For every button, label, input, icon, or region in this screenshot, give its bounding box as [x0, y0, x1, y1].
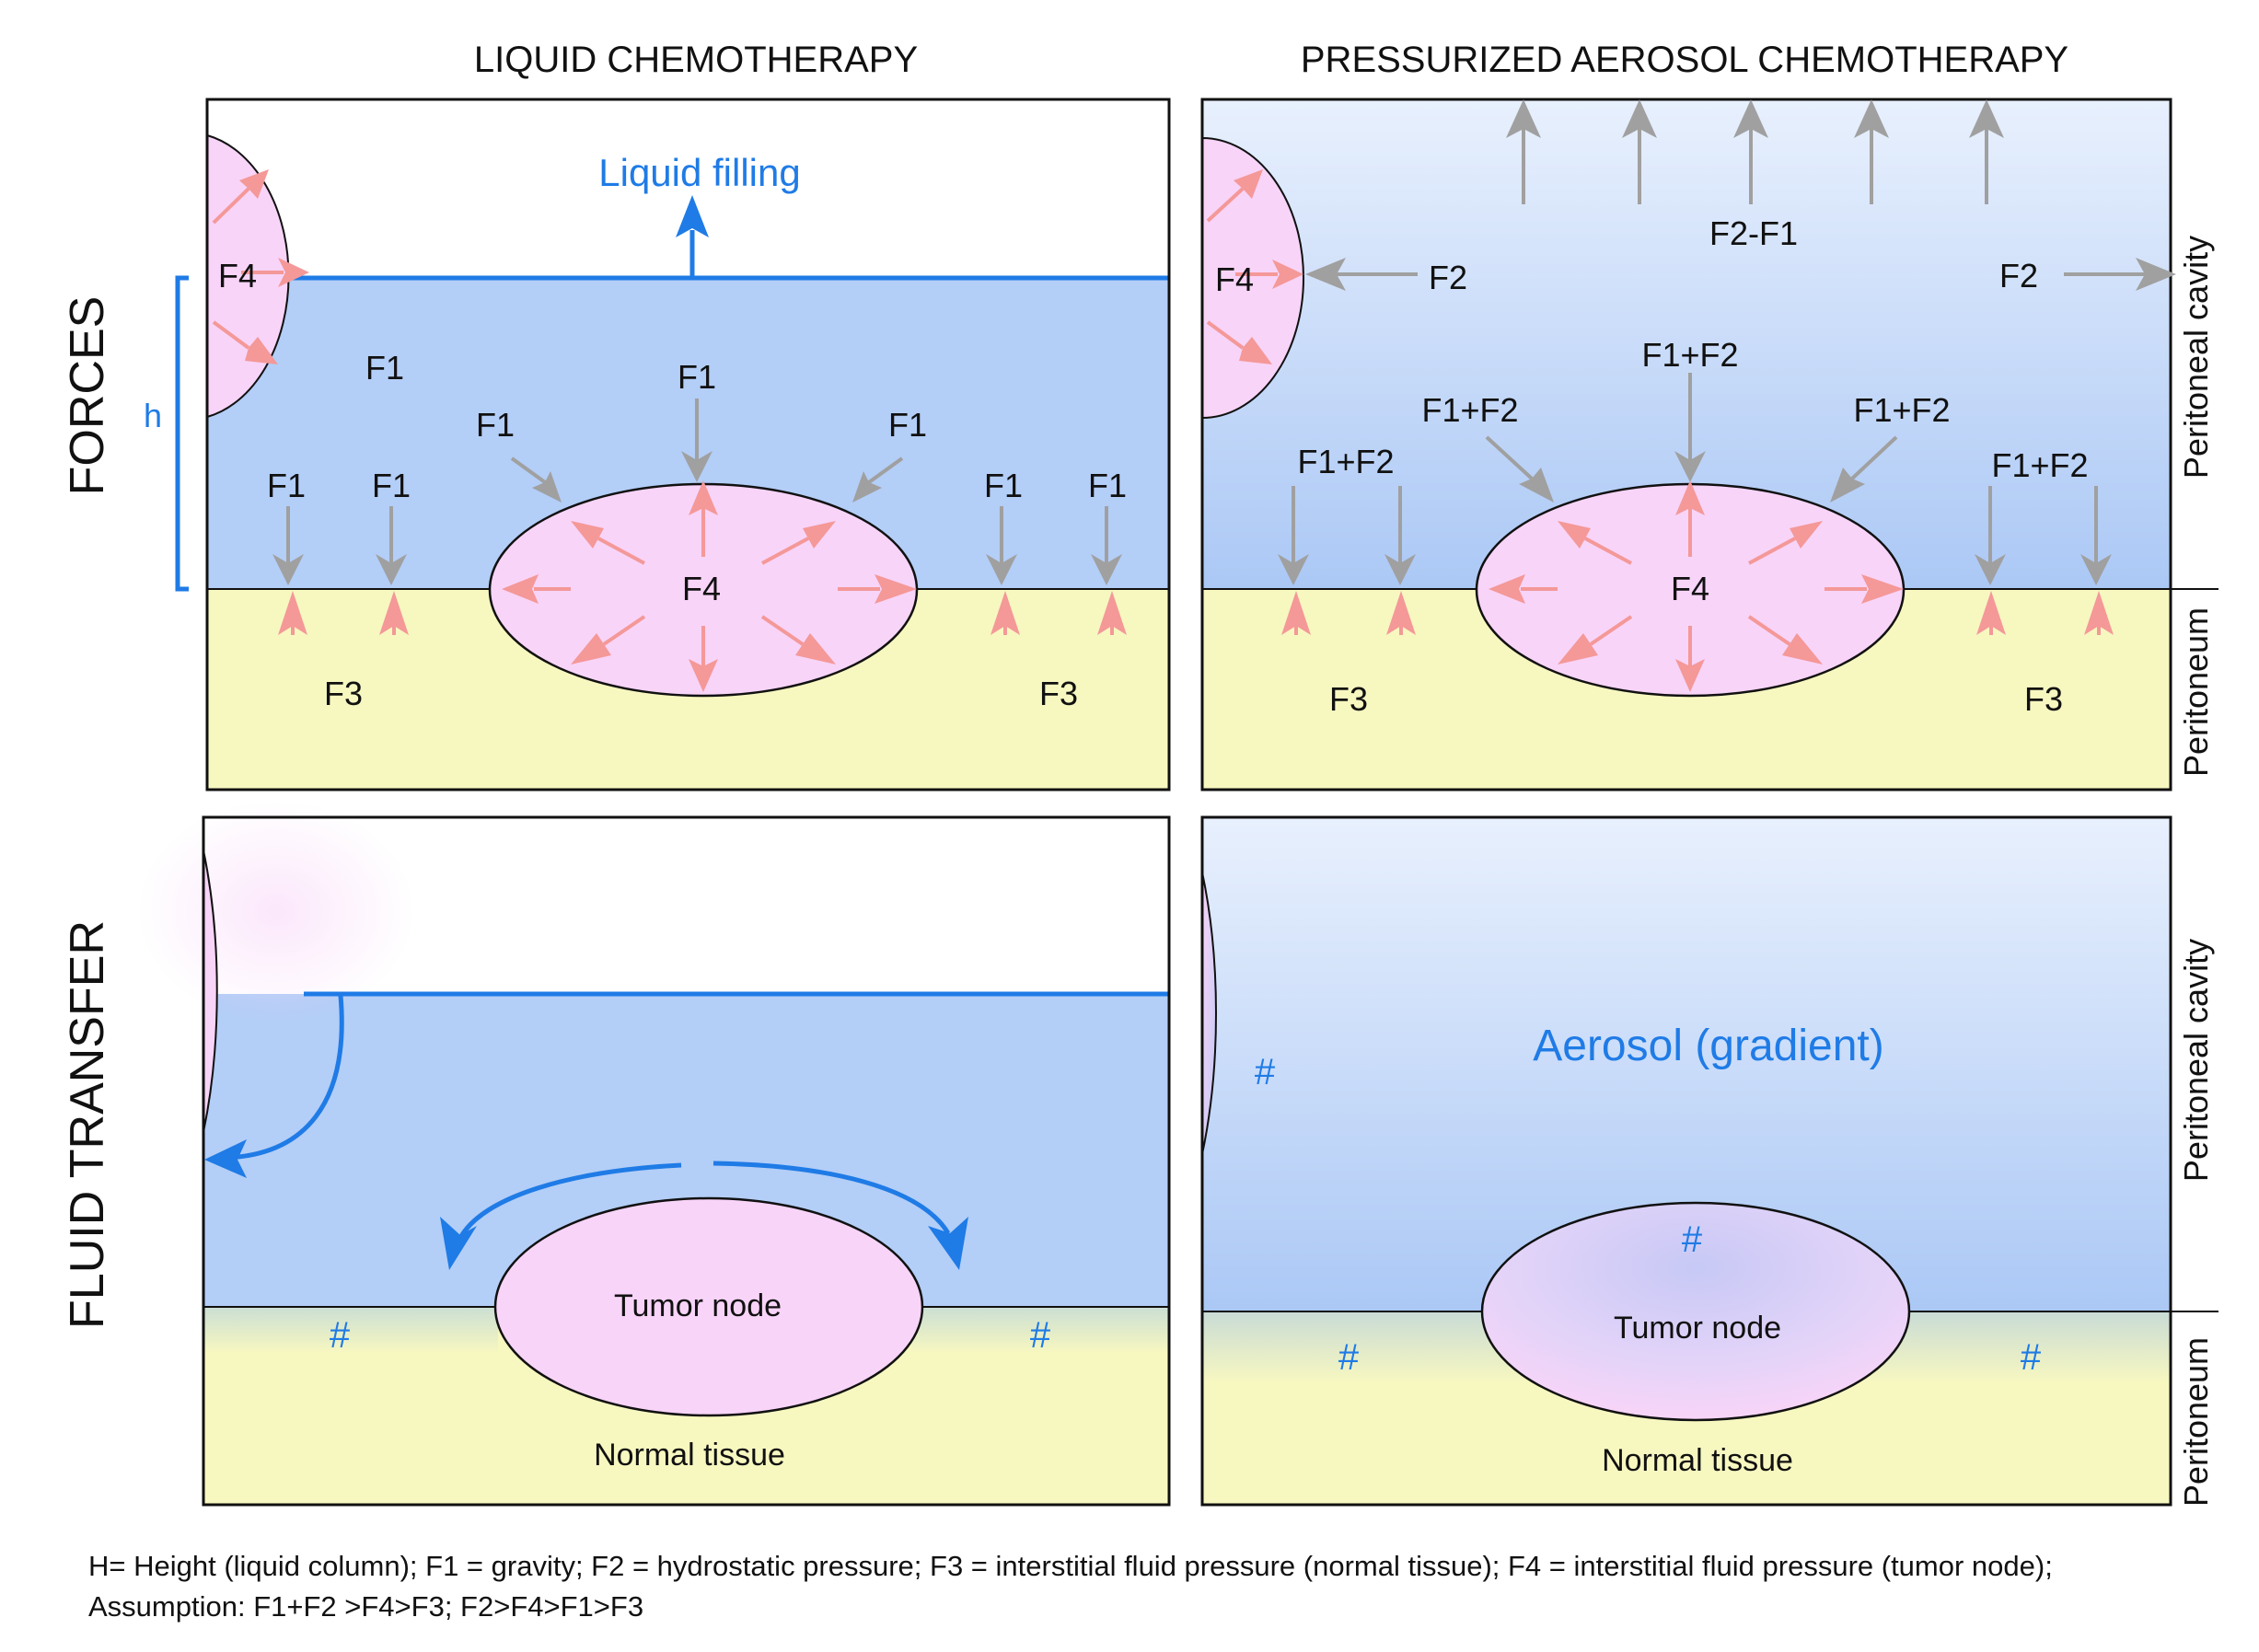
aerosol-gradient-label: Aerosol (gradient) [1533, 1022, 1884, 1070]
upward-pressure-arrows [1506, 99, 2004, 204]
normal-tissue-label: Normal tissue [594, 1438, 785, 1473]
force-label-f3-left: F3 [1329, 680, 1368, 718]
force-label-f1f2-right: F1+F2 [1991, 446, 2088, 484]
force-label-f1-d: F1 [1088, 467, 1127, 504]
floor-tumor-node [493, 1196, 924, 1417]
height-label: h [144, 397, 162, 434]
panel-forces-liquid: h Liquid filling [144, 98, 1171, 791]
force-label-f1f2-top: F1+F2 [1641, 336, 1738, 374]
force-label-f4-wall: F4 [218, 257, 257, 295]
normal-tissue-label: Normal tissue [1602, 1443, 1793, 1478]
force-label-f2-left: F2 [1429, 259, 1467, 296]
force-label-f3-right: F3 [2024, 680, 2063, 718]
panel-forces-aerosol: F2-F1 F4 F2 F2 F1+F2 F1+F2 F1+F2 F1+F2 F… [1200, 98, 2218, 791]
side-label-peritoneum: Peritoneum [2177, 1337, 2215, 1507]
gravity-arrows [272, 399, 1122, 585]
wall-tumor-node [1201, 872, 1218, 1155]
drug-marker-left: # [1338, 1337, 1360, 1378]
panel-frame [205, 98, 1171, 791]
tumor-node-label: Tumor node [614, 1288, 782, 1323]
wall-tumor-node [203, 849, 218, 1133]
tumor-pressure-arrows [1489, 480, 1904, 692]
force-label-f2-right: F2 [1999, 257, 2038, 295]
drug-marker-tumor: # [1682, 1219, 1703, 1260]
row-label-fluid-transfer: FLUID TRANSFER [61, 920, 114, 1329]
row-label-forces: FORCES [61, 296, 114, 496]
hydrostatic-pressure-arrows [1305, 258, 2176, 291]
liquid-filling-arrow-head [676, 195, 709, 237]
floor-tumor-node [1480, 1201, 1911, 1422]
force-label-f1-center: F1 [365, 349, 404, 387]
panel-frame [1200, 815, 2172, 1507]
legend-line-2: Assumption: F1+F2 >F4>F3; F2>F4>F1>F3 [88, 1590, 643, 1623]
panel-frame [202, 815, 1171, 1507]
drug-marker-left: # [330, 1315, 351, 1356]
panel-transfer-aerosol: Aerosol (gradient) # # Tumor node # # No… [1200, 815, 2218, 1507]
force-label-f3-right: F3 [1039, 675, 1078, 712]
force-label-f2-minus-f1: F2-F1 [1709, 214, 1798, 252]
drug-marker-right: # [1030, 1315, 1051, 1356]
legend-line-1: H= Height (liquid column); F1 = gravity;… [88, 1550, 2053, 1582]
force-label-f1f2-left: F1+F2 [1297, 443, 1394, 480]
side-label-peritoneum: Peritoneum [2177, 607, 2215, 777]
header-liquid: LIQUID CHEMOTHERAPY [474, 40, 918, 80]
force-label-f4-floor: F4 [1671, 570, 1709, 607]
combined-pressure-arrows [1278, 373, 2112, 585]
fluid-flow-arrow-heads [204, 1139, 968, 1270]
force-label-f1-top: F1 [678, 358, 716, 396]
force-label-f1-a: F1 [267, 467, 306, 504]
force-label-f1-upper-right: F1 [888, 406, 927, 444]
liquid-filling-label: Liquid filling [598, 151, 800, 194]
tissue-uptake-zone [203, 1307, 498, 1399]
side-label-peritoneal-cavity: Peritoneal cavity [2177, 236, 2215, 479]
wall-tumor-pressure-arrows [1206, 169, 1303, 364]
panel-frame [1200, 98, 2172, 791]
wall-tumor-pressure-arrows [212, 169, 309, 364]
height-bracket [175, 275, 189, 592]
side-label-peritoneal-cavity: Peritoneal cavity [2177, 939, 2215, 1182]
force-label-f1f2-upper-right: F1+F2 [1853, 391, 1950, 429]
drug-marker-right: # [2021, 1337, 2042, 1378]
force-label-f1f2-upper-left: F1+F2 [1421, 391, 1518, 429]
force-label-f3-left: F3 [324, 675, 363, 712]
force-label-f1-upper-left: F1 [476, 406, 515, 444]
tissue-pressure-arrows [278, 591, 1127, 635]
wall-tumor-node [1201, 136, 1304, 420]
pink-haze [138, 801, 414, 1022]
force-label-f4-floor: F4 [682, 570, 721, 607]
force-label-f1-c: F1 [984, 467, 1023, 504]
fluid-flow-arrows [225, 995, 951, 1240]
tissue-pressure-arrows [1281, 591, 2114, 635]
header-aerosol: PRESSURIZED AEROSOL CHEMOTHERAPY [1301, 40, 2068, 80]
tumor-node-label: Tumor node [1614, 1311, 1781, 1346]
tissue-uptake-zone [911, 1307, 1169, 1399]
force-label-f1-b: F1 [372, 467, 411, 504]
panel-transfer-liquid: Tumor node Normal tissue # # [138, 801, 1171, 1507]
force-label-f4-wall: F4 [1215, 260, 1254, 298]
drug-marker-wall-tumor: # [1255, 1052, 1276, 1092]
tumor-pressure-arrows [502, 480, 917, 692]
